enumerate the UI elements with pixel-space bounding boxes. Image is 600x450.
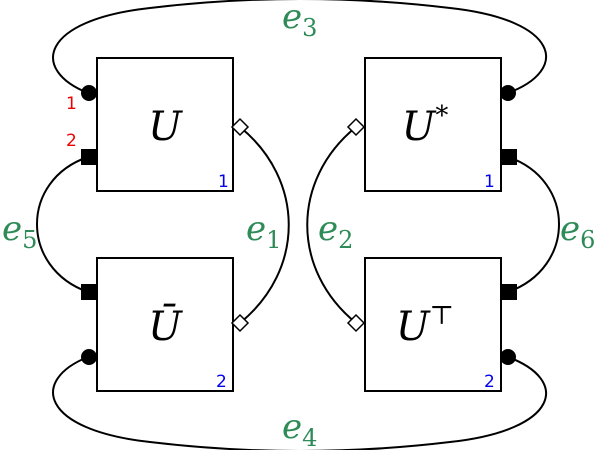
leg-diamond-ustar: [346, 117, 366, 137]
box-u: [96, 57, 234, 192]
leg-dot-u: [81, 85, 97, 101]
edge-label-e1: e1: [246, 209, 281, 254]
box-index-ustar: 1: [484, 172, 495, 192]
box-index-u: 1: [218, 172, 229, 192]
leg-diamond-ubar: [230, 313, 250, 333]
leg-index-1: 1: [66, 94, 77, 114]
box-label-ustar: U*: [402, 101, 449, 150]
leg-dot-ubar: [81, 349, 97, 365]
leg-index-2: 2: [66, 131, 77, 151]
wire-e6: [507, 156, 560, 293]
box-index-ubar: 2: [216, 372, 227, 392]
wire-e4: [52, 356, 547, 450]
box-ut: [364, 257, 502, 392]
wire-e3: [52, 0, 547, 94]
wire-e1: [239, 126, 290, 324]
edge-label-e5: e5: [2, 209, 37, 254]
leg-diamond-u: [230, 117, 250, 137]
leg-square-ustar: [501, 149, 517, 165]
leg-square-ut: [501, 284, 517, 300]
wire-e5: [36, 156, 89, 293]
leg-dot-ustar: [500, 85, 516, 101]
edge-label-e3: e3: [282, 0, 317, 42]
leg-diamond-ut: [346, 313, 366, 333]
edge-label-e4: e4: [282, 407, 317, 450]
leg-square-u: [81, 149, 97, 165]
box-label-ubar: Ū: [148, 304, 183, 350]
box-ustar: [364, 57, 502, 192]
leg-square-ubar: [81, 284, 97, 300]
leg-dot-ut: [500, 349, 516, 365]
box-index-ut: 2: [484, 372, 495, 392]
box-label-ut: U⊤: [396, 301, 454, 350]
box-ubar: [96, 257, 234, 392]
wire-e2: [306, 126, 357, 324]
box-label-u: U: [148, 104, 183, 150]
edge-label-e2: e2: [318, 209, 353, 254]
edge-label-e6: e6: [560, 209, 595, 254]
